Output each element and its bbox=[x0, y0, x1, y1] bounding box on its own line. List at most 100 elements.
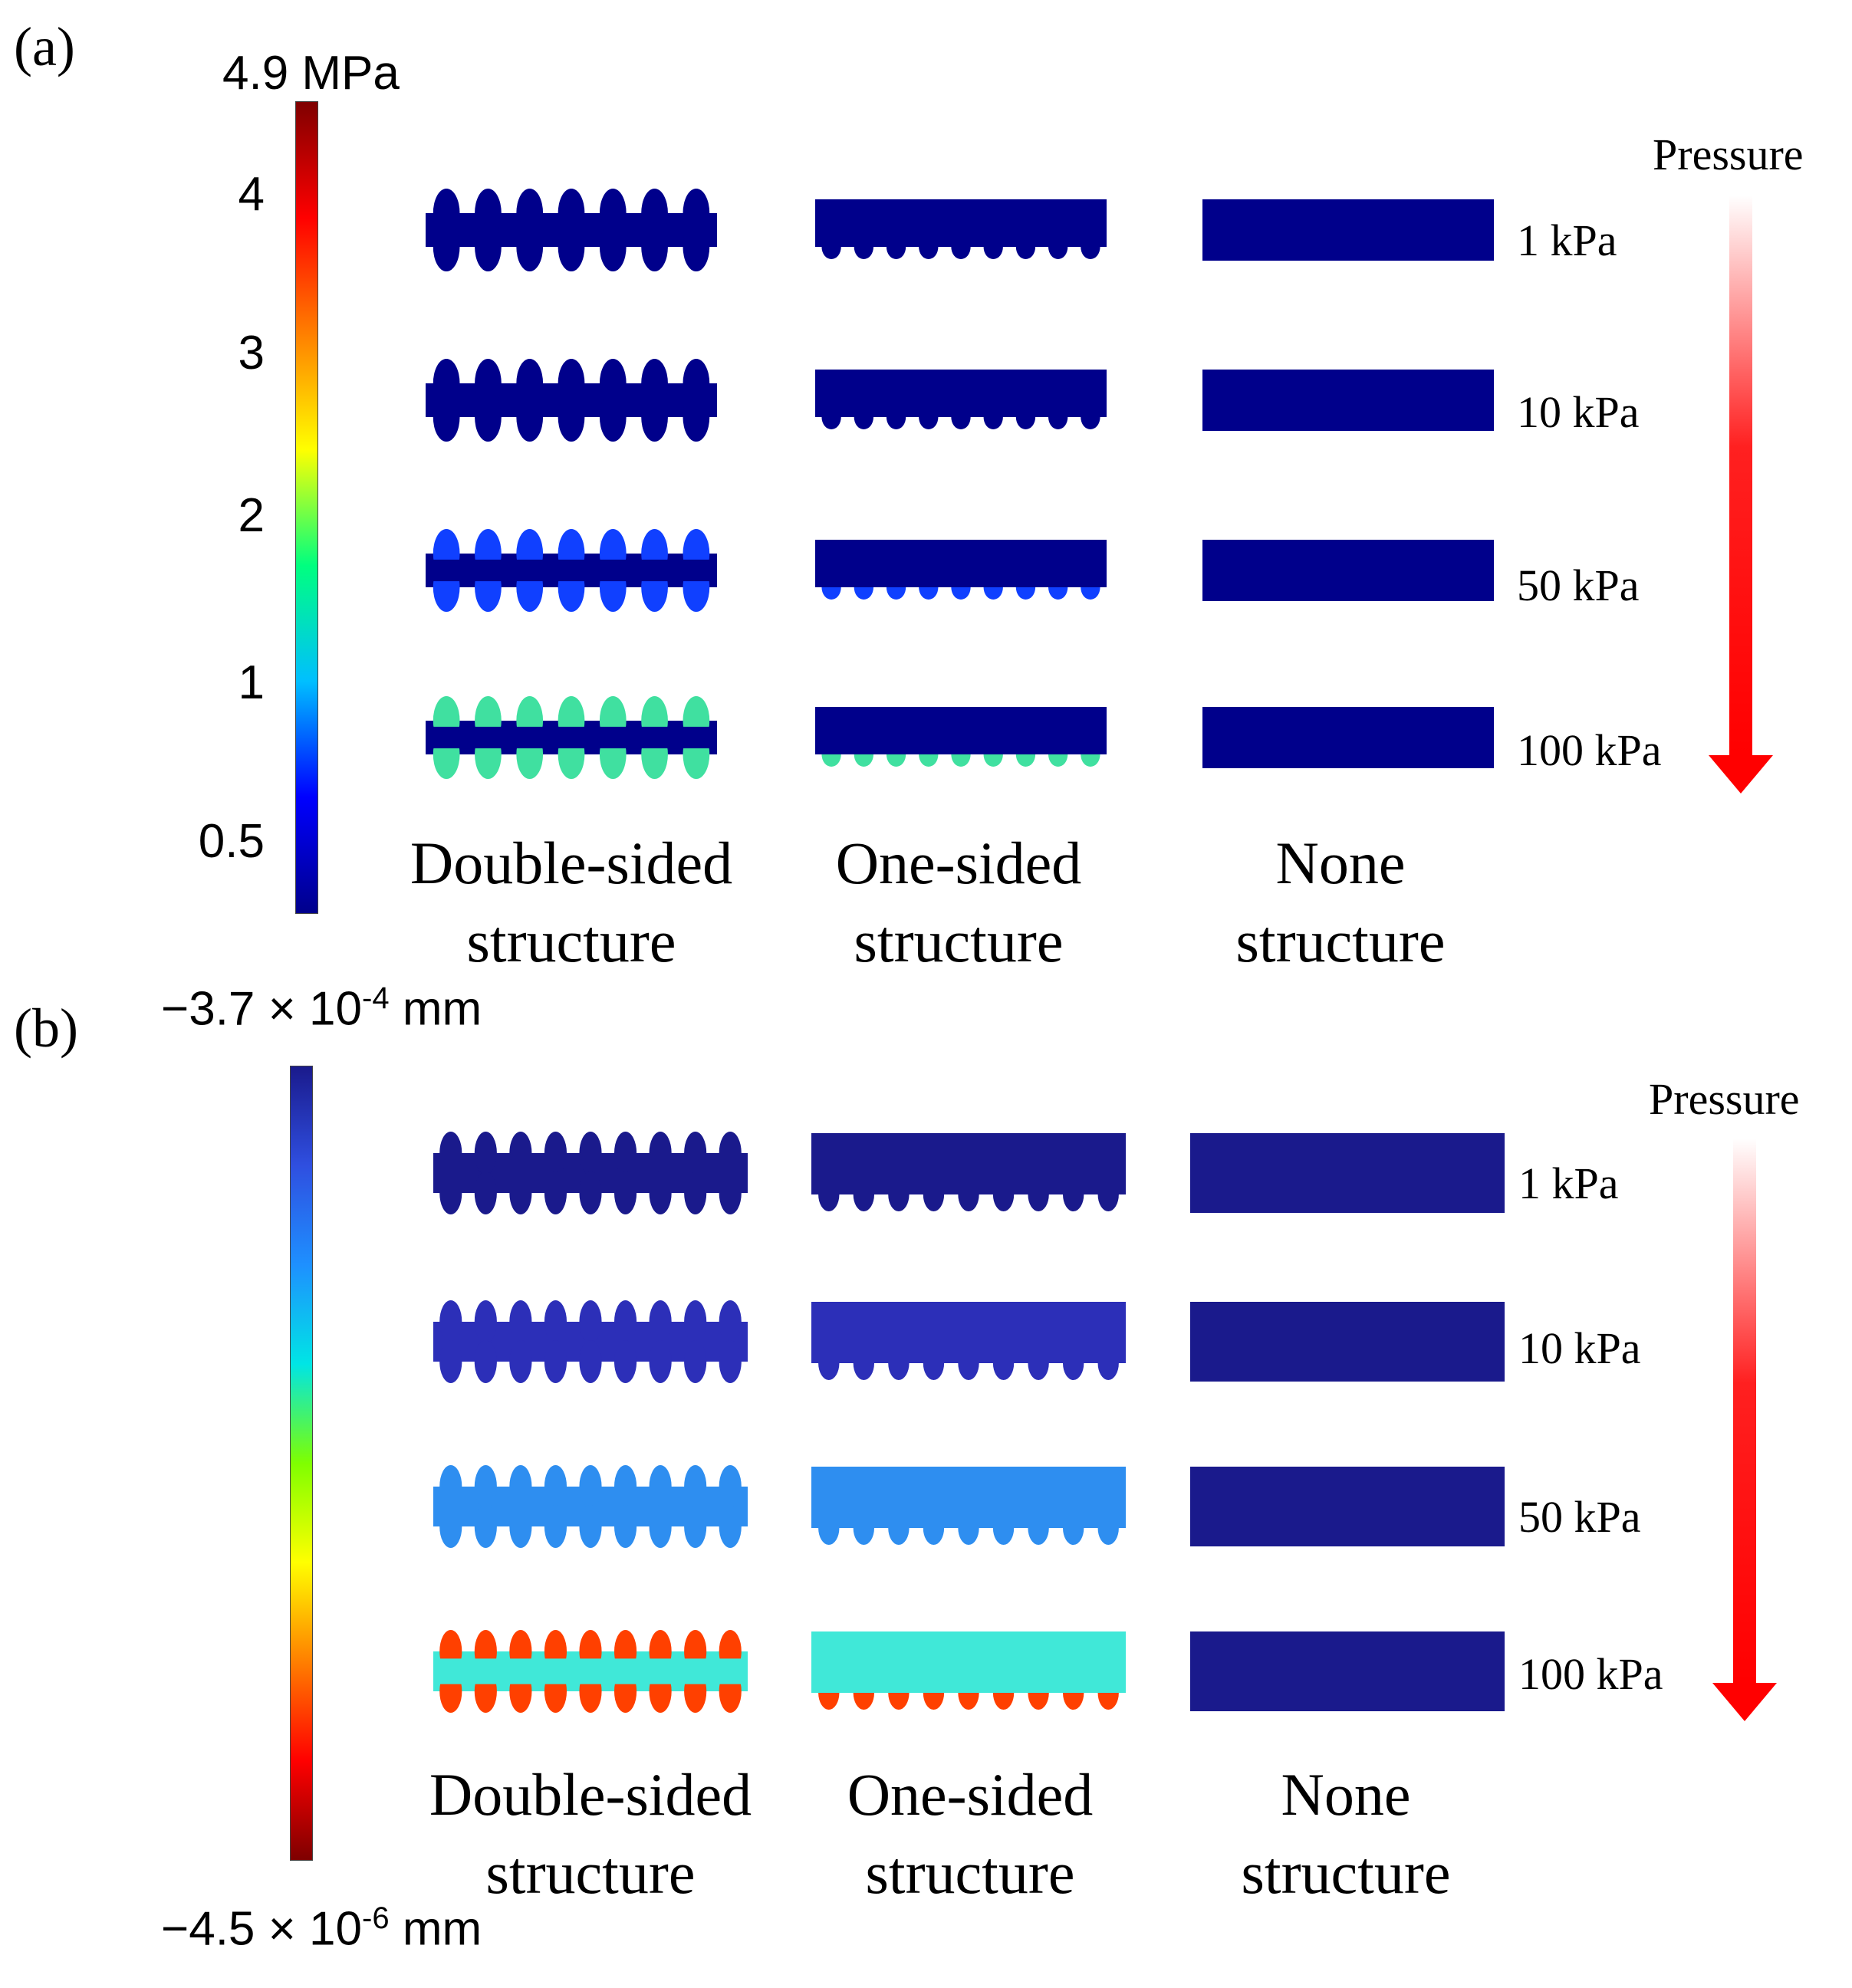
one-sided-sample-b-body bbox=[811, 1133, 1126, 1194]
colorbar-a-tick: 1 bbox=[238, 656, 265, 709]
double-sided-sample-a-bump-top bbox=[516, 189, 544, 238]
double-sided-sample-a-bump-bottom bbox=[641, 222, 668, 271]
colorbar-a-tick: 3 bbox=[238, 327, 265, 380]
double-sided-sample-b-bump-bottom bbox=[719, 1340, 742, 1383]
one-sided-sample-b-body bbox=[811, 1467, 1126, 1528]
panel-a: (a) 4.9 MPa 4 3 2 1 0.5 Pressure 1 kPa 1… bbox=[0, 0, 1852, 989]
pressure-label-a: 50 kPa bbox=[1517, 560, 1640, 610]
one-sided-sample-a bbox=[815, 199, 1107, 259]
displacement-sample-grid-b bbox=[433, 1132, 1505, 1713]
none-sample-a bbox=[1202, 199, 1494, 261]
panel-label-a: (a) bbox=[14, 16, 75, 77]
double-sided-sample-a-bump-top bbox=[475, 189, 502, 238]
double-sided-sample-a-bump-top bbox=[558, 189, 585, 238]
double-sided-sample-b-bump-bottom bbox=[544, 1340, 567, 1383]
double-sided-sample-b-bump-top bbox=[719, 1300, 742, 1343]
pressure-title-b: Pressure bbox=[1649, 1074, 1800, 1124]
double-sided-sample-a-bump-top bbox=[683, 189, 710, 238]
double-sided-sample-b-bump-bottom bbox=[579, 1340, 602, 1383]
double-sided-sample-b bbox=[433, 1132, 748, 1214]
none-sample-b bbox=[1190, 1631, 1505, 1711]
double-sided-sample-b bbox=[433, 1630, 748, 1713]
double-sided-sample-b-bump-bottom bbox=[613, 1340, 637, 1383]
double-sided-sample-b-bump-top bbox=[649, 1465, 672, 1508]
double-sided-sample-b-core bbox=[433, 1658, 748, 1684]
double-sided-sample-b-bump-bottom bbox=[649, 1171, 672, 1214]
double-sided-sample-b-bump-bottom bbox=[509, 1171, 532, 1214]
colorbar-b bbox=[290, 1066, 313, 1861]
double-sided-sample-b-bump-bottom bbox=[544, 1171, 567, 1214]
double-sided-sample-a-core bbox=[426, 726, 717, 749]
double-sided-sample-a-bump-top bbox=[641, 189, 668, 238]
double-sided-sample-b-bump-top bbox=[613, 1300, 637, 1343]
double-sided-sample-b-bump-bottom bbox=[474, 1340, 497, 1383]
double-sided-sample-b-bump-top bbox=[439, 1300, 462, 1343]
pressure-arrow-b bbox=[1712, 1139, 1777, 1721]
column-label-double-sided-b: Double-sided structure bbox=[429, 1761, 752, 1906]
double-sided-sample-b-bump-top bbox=[439, 1465, 462, 1508]
double-sided-sample-b-bump-bottom bbox=[719, 1505, 742, 1548]
one-sided-sample-a bbox=[815, 370, 1107, 429]
double-sided-sample-b-bump-top bbox=[474, 1300, 497, 1343]
double-sided-sample-a bbox=[426, 189, 717, 271]
one-sided-sample-b bbox=[811, 1467, 1126, 1545]
colorbar-a-tick: 0.5 bbox=[198, 815, 265, 868]
double-sided-sample-b-bump-bottom bbox=[649, 1340, 672, 1383]
double-sided-sample-a-bump-bottom bbox=[558, 393, 585, 442]
double-sided-sample-a-bump-bottom bbox=[558, 222, 585, 271]
double-sided-sample-b-bump-top bbox=[684, 1132, 707, 1175]
double-sided-sample-a-bump-bottom bbox=[683, 222, 710, 271]
double-sided-sample-a-bump-top bbox=[683, 359, 710, 408]
double-sided-sample-b-bump-top bbox=[613, 1132, 637, 1175]
none-sample-b bbox=[1190, 1133, 1505, 1213]
pressure-label-a: 1 kPa bbox=[1517, 215, 1617, 265]
column-label-one-sided-b: One-sided structure bbox=[847, 1761, 1094, 1906]
double-sided-sample-b-bump-bottom bbox=[439, 1505, 462, 1548]
double-sided-sample-a-bump-top bbox=[475, 359, 502, 408]
double-sided-sample-b-bump-top bbox=[544, 1132, 567, 1175]
double-sided-sample-b-bump-bottom bbox=[684, 1505, 707, 1548]
one-sided-sample-b bbox=[811, 1133, 1126, 1211]
double-sided-sample-a-bump-bottom bbox=[433, 393, 460, 442]
panel-b: (b) −3.7 × 10-4 mm −4.5 × 10-6 mm Pressu… bbox=[0, 981, 1852, 1988]
double-sided-sample-b-bump-bottom bbox=[509, 1340, 532, 1383]
double-sided-sample-a-bump-bottom bbox=[475, 393, 502, 442]
double-sided-sample-b-bump-bottom bbox=[719, 1171, 742, 1214]
double-sided-sample-b-bump-top bbox=[474, 1132, 497, 1175]
double-sided-sample-a bbox=[426, 529, 717, 612]
one-sided-sample-a-body bbox=[815, 199, 1107, 247]
double-sided-sample-a-bump-top bbox=[599, 189, 627, 238]
one-sided-sample-a-body bbox=[815, 370, 1107, 417]
one-sided-sample-a bbox=[815, 540, 1107, 600]
one-sided-sample-b bbox=[811, 1631, 1126, 1710]
none-sample-a bbox=[1202, 370, 1494, 431]
double-sided-sample-a-bump-bottom bbox=[516, 393, 544, 442]
double-sided-sample-a-bump-bottom bbox=[516, 222, 544, 271]
double-sided-sample-b-bump-top bbox=[649, 1132, 672, 1175]
double-sided-sample-a-bump-top bbox=[558, 359, 585, 408]
double-sided-sample-b-bump-top bbox=[544, 1465, 567, 1508]
one-sided-sample-b bbox=[811, 1302, 1126, 1380]
double-sided-sample-b-bump-bottom bbox=[684, 1171, 707, 1214]
pressure-label-b: 1 kPa bbox=[1518, 1158, 1619, 1208]
stress-sample-grid-a bbox=[426, 189, 1494, 779]
double-sided-sample-b-bump-top bbox=[509, 1465, 532, 1508]
one-sided-sample-b-body bbox=[811, 1302, 1126, 1363]
double-sided-sample-b-bump-bottom bbox=[509, 1505, 532, 1548]
double-sided-sample-b bbox=[433, 1300, 748, 1383]
double-sided-sample-a-bump-bottom bbox=[641, 393, 668, 442]
one-sided-sample-b-body bbox=[811, 1631, 1126, 1693]
one-sided-sample-a bbox=[815, 707, 1107, 767]
colorbar-a-tick: 2 bbox=[238, 489, 265, 542]
double-sided-sample-b-bump-top bbox=[684, 1300, 707, 1343]
double-sided-sample-b-bump-bottom bbox=[439, 1340, 462, 1383]
double-sided-sample-a-bump-bottom bbox=[433, 222, 460, 271]
colorbar-a-max-label: 4.9 MPa bbox=[222, 47, 400, 100]
colorbar-b-top-label: −3.7 × 10-4 mm bbox=[161, 981, 482, 1036]
one-sided-sample-a-body bbox=[815, 540, 1107, 587]
double-sided-sample-a-bump-bottom bbox=[599, 393, 627, 442]
double-sided-sample-b-bump-bottom bbox=[613, 1171, 637, 1214]
double-sided-sample-b-bump-top bbox=[684, 1465, 707, 1508]
double-sided-sample-a-bump-top bbox=[516, 359, 544, 408]
double-sided-sample-a-bump-top bbox=[433, 189, 460, 238]
